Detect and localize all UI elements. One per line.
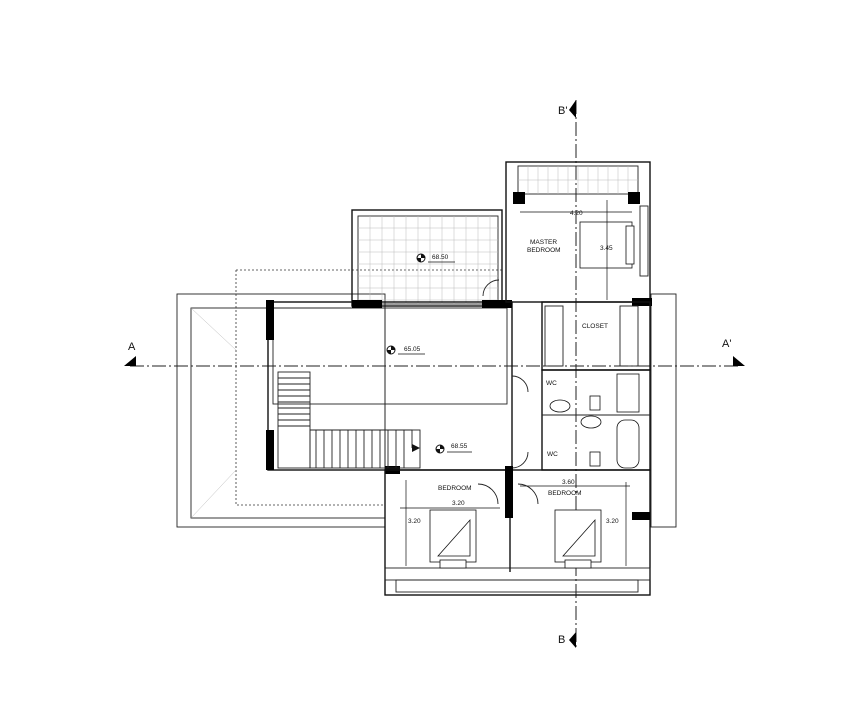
bathtub-icon	[616, 419, 640, 469]
section-marker-b-top: B'	[558, 100, 576, 118]
dim-bedroom-left-width: 3.20	[452, 500, 465, 507]
level-marker-landing: 68.55	[435, 443, 472, 454]
svg-text:68.50: 68.50	[432, 254, 449, 261]
master-bedroom-block	[505, 161, 652, 306]
label-wc-upper: WC	[546, 380, 557, 387]
label-bedroom-right: BEDROOM	[548, 490, 582, 497]
right-roof-outline	[650, 293, 677, 528]
section-marker-a-left: A	[124, 341, 136, 366]
label-master-bedroom-1: MASTER	[530, 239, 557, 246]
dim-master-width: 4.20	[570, 210, 583, 217]
closet	[541, 301, 651, 371]
section-marker-a-right: A'	[722, 338, 745, 366]
staircase	[277, 371, 421, 469]
section-marker-b-bottom: B	[558, 632, 576, 648]
level-marker-terrace: 68.50	[416, 253, 455, 263]
dim-bedroom-right-depth: 3.20	[606, 518, 619, 525]
upper-terrace	[351, 209, 503, 307]
lower-bedrooms	[384, 466, 651, 596]
svg-text:65.05: 65.05	[404, 346, 421, 353]
stair-hall	[266, 300, 513, 474]
svg-text:A': A'	[722, 338, 731, 350]
dim-master-depth: 3.45	[600, 245, 613, 252]
level-marker-void: 65.05	[386, 345, 425, 355]
basin-icon-2	[580, 415, 602, 429]
dim-bedroom-left-depth: 3.20	[408, 518, 421, 525]
shower-icon	[616, 373, 640, 413]
svg-text:B: B	[558, 634, 565, 646]
label-bedroom-left: BEDROOM	[438, 485, 472, 492]
label-closet: CLOSET	[582, 323, 608, 330]
svg-text:B': B'	[558, 105, 567, 117]
dim-bedroom-right-width: 3.60	[562, 479, 575, 486]
label-wc-lower: WC	[547, 451, 558, 458]
basin-icon	[549, 399, 571, 413]
label-master-bedroom-2: BEDROOM	[527, 247, 561, 254]
bathrooms	[511, 369, 651, 471]
svg-text:A: A	[128, 341, 136, 353]
svg-text:68.55: 68.55	[451, 443, 468, 450]
